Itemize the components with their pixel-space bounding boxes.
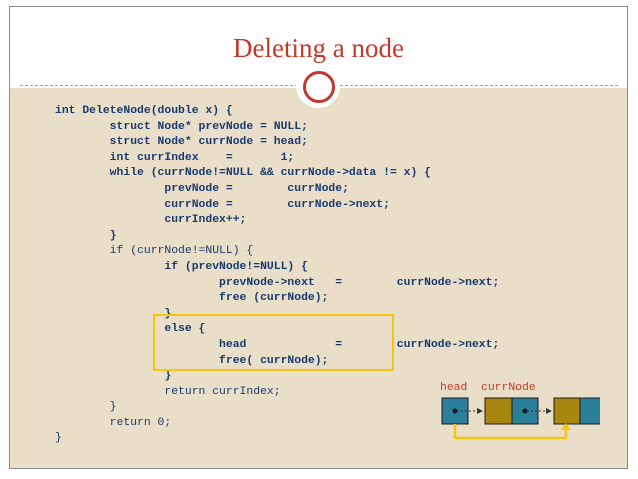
circle-ornament <box>303 71 335 103</box>
code-line: return 0; <box>55 416 172 429</box>
node1-pointer-dot <box>452 408 458 414</box>
code-line: free (currNode); <box>55 292 329 305</box>
currnode-label: currNode <box>481 382 536 394</box>
code-line: free( currNode); <box>55 354 329 367</box>
bypass-arrow <box>453 424 568 440</box>
code-line: } <box>55 307 172 320</box>
slide-frame <box>9 6 628 469</box>
code-line: currIndex++; <box>55 214 247 227</box>
bypass-arrow-head <box>561 423 571 430</box>
node3-data-cell <box>553 397 581 425</box>
node3-pointer-cell <box>579 397 600 425</box>
code-line: } <box>55 370 172 383</box>
code-line: while (currNode!=NULL && currNode->data … <box>55 167 431 180</box>
code-line: prevNode->next = currNode->next; <box>55 276 500 289</box>
code-line: struct Node* currNode = head; <box>55 136 308 149</box>
code-line: int DeleteNode(double x) { <box>55 105 233 117</box>
code-line: struct Node* prevNode = NULL; <box>55 120 308 133</box>
node2-pointer-dot <box>522 408 528 414</box>
code-line: if (prevNode!=NULL) { <box>55 260 308 273</box>
code-line: head = currNode->next; <box>55 338 500 351</box>
code-line: int currIndex = 1; <box>55 151 295 164</box>
node2-data-cell <box>484 397 513 425</box>
code-line: return currIndex; <box>55 385 281 398</box>
code-line: currNode = currNode->next; <box>55 198 390 211</box>
code-block: int DeleteNode(double x) { struct Node* … <box>55 104 499 447</box>
code-line: else { <box>55 323 206 336</box>
code-line: } <box>55 229 117 242</box>
head-label: head <box>440 382 468 394</box>
code-line: } <box>55 401 117 414</box>
code-line: } <box>55 432 62 445</box>
code-line: if (currNode!=NULL) { <box>55 245 254 258</box>
code-highlight-box <box>153 314 394 371</box>
slide-title: Deleting a node <box>233 33 404 63</box>
linked-list-diagram <box>441 397 600 440</box>
code-line: prevNode = currNode; <box>55 182 349 195</box>
